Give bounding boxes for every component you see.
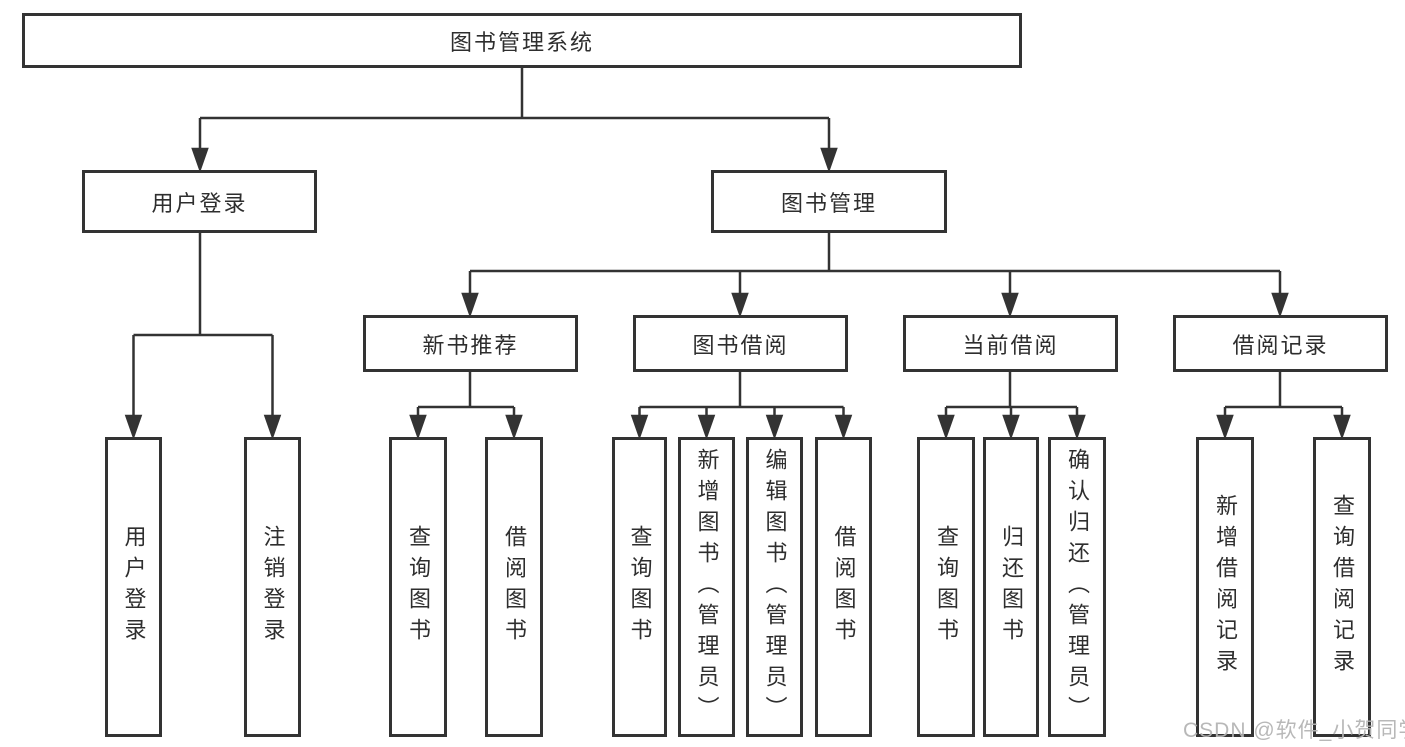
- connector-book-management: [461, 233, 1289, 318]
- node-borrow-records: 借阅记录: [1173, 315, 1388, 372]
- leaf-borrow-books-label: 借阅图书: [831, 525, 857, 649]
- leaf-query-books-recommend: 查询图书: [389, 437, 447, 737]
- leaf-query-books-borrow-label: 查询图书: [627, 525, 653, 649]
- leaf-return-books: 归还图书: [983, 437, 1039, 737]
- leaf-edit-books-admin-label: 编辑图书（管理员）: [762, 447, 788, 727]
- connector-user-login: [124, 233, 282, 440]
- node-new-book-recommend: 新书推荐: [363, 315, 578, 372]
- leaf-query-borrow-record: 查询借阅记录: [1313, 437, 1371, 737]
- node-user-login: 用户登录: [82, 170, 317, 233]
- node-current-borrow-label: 当前借阅: [962, 332, 1059, 358]
- node-root-label: 图书管理系统: [449, 29, 594, 55]
- leaf-logout: 注销登录: [244, 437, 301, 737]
- leaf-user-login-label: 用户登录: [121, 525, 147, 649]
- leaf-borrow-books-recommend-label: 借阅图书: [502, 525, 527, 649]
- node-new-book-recommend-label: 新书推荐: [422, 332, 519, 358]
- leaf-return-books-label: 归还图书: [999, 525, 1024, 649]
- leaf-add-books-admin-label: 新增图书（管理员）: [694, 447, 720, 727]
- leaf-edit-books-admin: 编辑图书（管理员）: [746, 437, 803, 737]
- leaf-add-books-admin: 新增图书（管理员）: [678, 437, 735, 737]
- leaf-borrow-books-recommend: 借阅图书: [485, 437, 543, 737]
- node-book-management: 图书管理: [711, 170, 947, 233]
- leaf-confirm-return-admin: 确认归还（管理员）: [1048, 437, 1106, 737]
- leaf-borrow-books: 借阅图书: [815, 437, 872, 737]
- leaf-query-books-recommend-label: 查询图书: [406, 525, 431, 649]
- csdn-watermark: CSDN @软件_小贺同学: [1183, 719, 1405, 742]
- leaf-confirm-return-admin-label: 确认归还（管理员）: [1065, 447, 1090, 727]
- leaf-query-books-current-label: 查询图书: [934, 525, 959, 649]
- node-book-management-label: 图书管理: [780, 190, 877, 216]
- leaf-query-books-borrow: 查询图书: [612, 437, 667, 737]
- connector-new-book-recommend: [409, 372, 523, 440]
- leaf-user-login: 用户登录: [105, 437, 162, 737]
- leaf-add-borrow-record-label: 新增借阅记录: [1213, 494, 1238, 680]
- connector-root: [191, 68, 838, 173]
- leaf-logout-label: 注销登录: [260, 525, 286, 649]
- leaf-query-books-current: 查询图书: [917, 437, 975, 737]
- leaf-add-borrow-record: 新增借阅记录: [1196, 437, 1254, 737]
- connector-book-borrow: [630, 372, 853, 440]
- node-book-borrow-label: 图书借阅: [692, 332, 789, 358]
- node-user-login-label: 用户登录: [151, 190, 248, 216]
- leaf-query-borrow-record-label: 查询借阅记录: [1330, 494, 1355, 680]
- node-current-borrow: 当前借阅: [903, 315, 1118, 372]
- node-book-borrow: 图书借阅: [633, 315, 848, 372]
- connector-current-borrow: [937, 372, 1086, 440]
- connector-borrow-records: [1216, 372, 1351, 440]
- node-root: 图书管理系统: [22, 13, 1022, 68]
- node-borrow-records-label: 借阅记录: [1232, 332, 1329, 358]
